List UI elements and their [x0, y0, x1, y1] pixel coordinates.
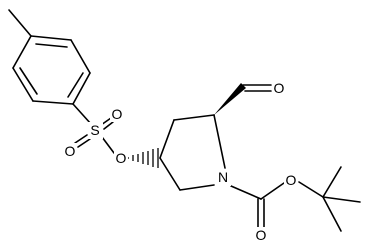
atom-o-aldehyde: O — [272, 80, 286, 96]
bond-ring-inner-3 — [19, 67, 38, 95]
atom-label-o: O — [286, 172, 297, 188]
hashed-bond-o-c4 — [127, 148, 159, 168]
bond-c3-c2 — [173, 114, 215, 121]
bond-carbonyl-o-ester — [260, 182, 285, 200]
atom-label-s: S — [90, 122, 99, 138]
bond-methyl — [8, 9, 32, 37]
atom-o-boc-ester: O — [284, 172, 298, 188]
bond-s-o-ester — [101, 136, 115, 154]
bond-o-tbu — [298, 181, 324, 198]
wedge-bond-c2-cho — [214, 83, 246, 115]
atom-sulfur: S — [88, 122, 103, 139]
bond-ring-inner-2 — [67, 72, 84, 98]
atom-nitrogen: N — [216, 169, 231, 186]
bond-ring-2 — [70, 39, 91, 74]
boc-group — [230, 166, 361, 232]
bond-n-carbonyl — [230, 185, 262, 200]
bond-ring-inner-1 — [35, 43, 68, 48]
bond-s-o-top-b — [103, 121, 114, 130]
atom-label-o: O — [274, 80, 285, 96]
bond-c2-n — [213, 114, 226, 169]
atom-label-o: O — [65, 143, 76, 159]
bond-s-o-bottom-b — [77, 138, 91, 148]
bond-tbu-me2 — [322, 196, 361, 203]
bond-n-c5 — [179, 184, 215, 191]
atom-label-o: O — [256, 227, 267, 243]
bond-ring-4 — [32, 100, 74, 105]
bond-ring-6 — [12, 35, 32, 69]
bond-ring-sulfur — [72, 103, 92, 125]
bond-c5-c4 — [159, 157, 181, 191]
bond-ring-1 — [30, 35, 72, 41]
atom-label-o: O — [112, 106, 123, 122]
bond-tbu-me3 — [322, 196, 342, 232]
bond-s-o-bottom-a — [74, 134, 88, 144]
bond-ring-3 — [72, 72, 91, 105]
toluene-ring — [8, 9, 91, 105]
bond-tbu-me1 — [322, 166, 342, 198]
atom-label-n: N — [218, 169, 228, 185]
atom-o-ester: O — [114, 150, 128, 166]
atom-o-boc-carbonyl: O — [254, 227, 268, 243]
atom-label-o: O — [116, 150, 127, 166]
atom-o-sulfonyl-bottom: O — [63, 143, 77, 159]
pyrrolidine-ring — [159, 114, 226, 191]
atom-o-sulfonyl-top: O — [110, 106, 124, 122]
bond-c4-c3 — [159, 119, 175, 159]
bond-ring-5 — [12, 67, 34, 102]
